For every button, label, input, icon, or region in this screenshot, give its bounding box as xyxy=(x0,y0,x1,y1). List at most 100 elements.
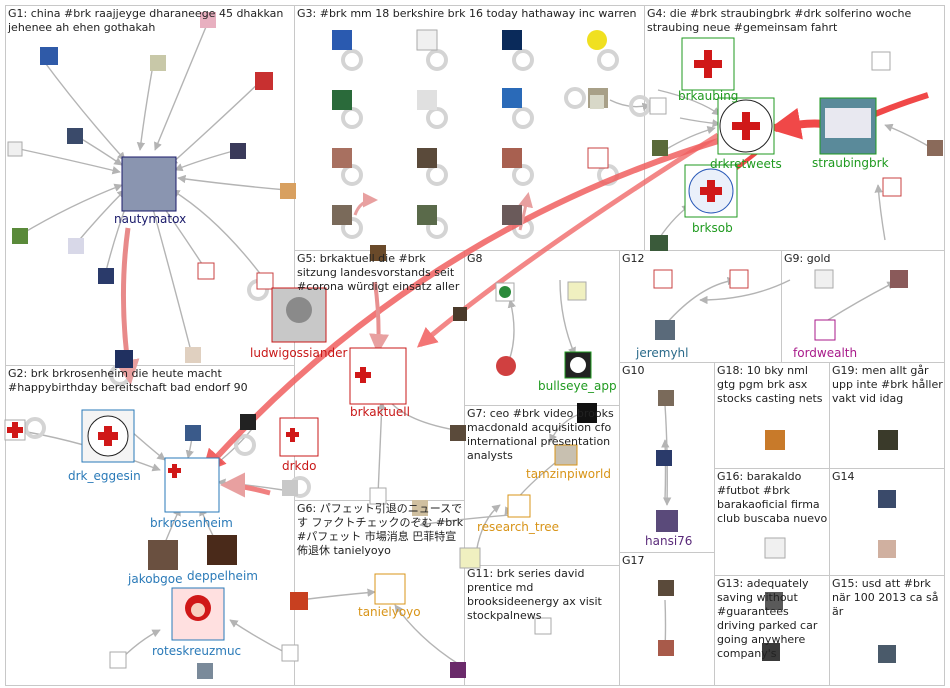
node-thumb[interactable] xyxy=(658,390,674,406)
node-thumb[interactable] xyxy=(240,414,256,430)
node-thumb[interactable] xyxy=(230,143,246,159)
node-nautymatox[interactable] xyxy=(121,156,177,212)
node-thumb[interactable] xyxy=(67,128,83,144)
node-thumb[interactable] xyxy=(496,356,516,376)
node-thumb[interactable] xyxy=(650,235,668,251)
node-thumb[interactable] xyxy=(649,97,667,115)
node-thumb[interactable] xyxy=(450,425,466,441)
node-thumb[interactable] xyxy=(882,177,902,197)
panel-g19-border xyxy=(829,362,945,469)
node-thumb[interactable] xyxy=(653,269,673,289)
panel-g13-caption: G13: adequately saving without #guarante… xyxy=(717,577,817,660)
node-thumb[interactable] xyxy=(255,72,273,90)
panel-g2-caption: G2: brk brkrosenheim die heute macht #ha… xyxy=(8,367,248,394)
node-thumb[interactable] xyxy=(281,644,299,662)
label-ludwigossiander: ludwigossiander xyxy=(250,346,347,360)
node-thumb[interactable] xyxy=(587,147,609,169)
node-thumb[interactable] xyxy=(197,262,215,280)
node-thumb[interactable] xyxy=(150,55,166,71)
node-thumb[interactable] xyxy=(332,205,352,225)
node-thumb[interactable] xyxy=(729,269,749,289)
node-thumb[interactable] xyxy=(502,88,522,108)
panel-g8-caption: G8 xyxy=(467,252,483,265)
node-thumb[interactable] xyxy=(878,540,896,558)
node-thumb[interactable] xyxy=(7,141,23,157)
label-hansi76: hansi76 xyxy=(645,534,692,548)
node-thumb[interactable] xyxy=(12,228,28,244)
node-thumb[interactable] xyxy=(927,140,943,156)
label-brksob: brksob xyxy=(692,221,733,235)
node-thumb[interactable] xyxy=(417,148,437,168)
node-fordwealth[interactable] xyxy=(814,319,836,341)
node-research-tree[interactable] xyxy=(507,494,531,518)
node-thumb[interactable] xyxy=(68,238,84,254)
node-thumb[interactable] xyxy=(197,663,213,679)
node-thumb[interactable] xyxy=(109,651,127,669)
node-thumb[interactable] xyxy=(290,592,308,610)
node-thumb[interactable] xyxy=(453,307,467,321)
node-thumb[interactable] xyxy=(332,90,352,110)
panel-g6-caption: G6: パフェット引退のニュースです ファクトチェックのぞむ #brk #パフェ… xyxy=(297,502,463,557)
node-thumb[interactable] xyxy=(765,430,785,450)
node-thumb[interactable] xyxy=(115,350,133,368)
panel-g4-caption: G4: die #brk straubingbrk #drk solferino… xyxy=(647,7,911,34)
node-thumb[interactable] xyxy=(878,490,896,508)
node-thumb[interactable] xyxy=(502,148,522,168)
panel-g15-border xyxy=(829,575,945,686)
node-thumb[interactable] xyxy=(587,30,607,50)
node-thumb[interactable] xyxy=(450,662,466,678)
node-jeremyhl[interactable] xyxy=(655,320,675,340)
node-thumb[interactable] xyxy=(658,640,674,656)
node-thumb[interactable] xyxy=(590,95,604,109)
node-thumb[interactable] xyxy=(98,268,114,284)
label-drkretweets: drkretweets xyxy=(710,157,782,171)
node-thumb[interactable] xyxy=(814,269,834,289)
node-thumb[interactable] xyxy=(282,480,298,496)
label-research-tree: research_tree xyxy=(477,520,559,534)
node-thumb[interactable] xyxy=(652,140,668,156)
node-thumb[interactable] xyxy=(40,47,58,65)
node-thumb[interactable] xyxy=(656,450,672,466)
node-thumb[interactable] xyxy=(412,500,428,516)
node-thumb[interactable] xyxy=(185,425,201,441)
label-jeremyhl: jeremyhl xyxy=(635,346,689,360)
node-thumb[interactable] xyxy=(762,643,780,661)
node-thumb[interactable] xyxy=(567,281,587,301)
node-thumb[interactable] xyxy=(658,580,674,596)
node-deppelheim[interactable] xyxy=(207,535,237,565)
label-bullseye-app: bullseye_app xyxy=(538,379,617,393)
node-thumb[interactable] xyxy=(280,183,296,199)
node-hansi76[interactable] xyxy=(656,510,678,532)
node-thumb[interactable] xyxy=(577,403,597,423)
node-thumb[interactable] xyxy=(764,537,786,559)
node-tanielyoyo[interactable] xyxy=(374,573,406,605)
label-brkaubing: brkaubing xyxy=(678,89,738,103)
panel-g3-caption: G3: #brk mm 18 berkshire brk 16 today ha… xyxy=(297,7,636,20)
node-thumb[interactable] xyxy=(417,90,437,110)
node-thumb[interactable] xyxy=(871,51,891,71)
node-thumb[interactable] xyxy=(890,270,908,288)
node-thumb[interactable] xyxy=(370,245,386,261)
node-thumb[interactable] xyxy=(502,205,522,225)
panel-g15-caption: G15: usd att #brk när 100 2013 ca så är xyxy=(832,577,938,618)
panel-g17-caption: G17 xyxy=(622,554,645,567)
node-thumb[interactable] xyxy=(369,487,387,505)
node-thumb[interactable] xyxy=(185,347,201,363)
node-thumb[interactable] xyxy=(200,12,216,28)
node-thumb[interactable] xyxy=(534,617,552,635)
label-tamzinpiworld: tamzinpiworld xyxy=(526,467,611,481)
node-thumb[interactable] xyxy=(416,29,438,51)
node-thumb[interactable] xyxy=(459,547,481,569)
node-jakobgoe[interactable] xyxy=(148,540,178,570)
node-thumb[interactable] xyxy=(878,645,896,663)
node-tamzinpiworld[interactable] xyxy=(554,444,578,466)
node-thumb[interactable] xyxy=(332,30,352,50)
panel-g1-caption: G1: china #brk raajjeyge dharaneege 45 d… xyxy=(8,7,283,34)
node-thumb[interactable] xyxy=(878,430,898,450)
node-thumb[interactable] xyxy=(256,272,274,290)
label-straubingbrk: straubingbrk xyxy=(812,156,889,170)
node-thumb[interactable] xyxy=(332,148,352,168)
node-thumb[interactable] xyxy=(417,205,437,225)
node-thumb[interactable] xyxy=(502,30,522,50)
node-thumb[interactable] xyxy=(765,592,783,610)
